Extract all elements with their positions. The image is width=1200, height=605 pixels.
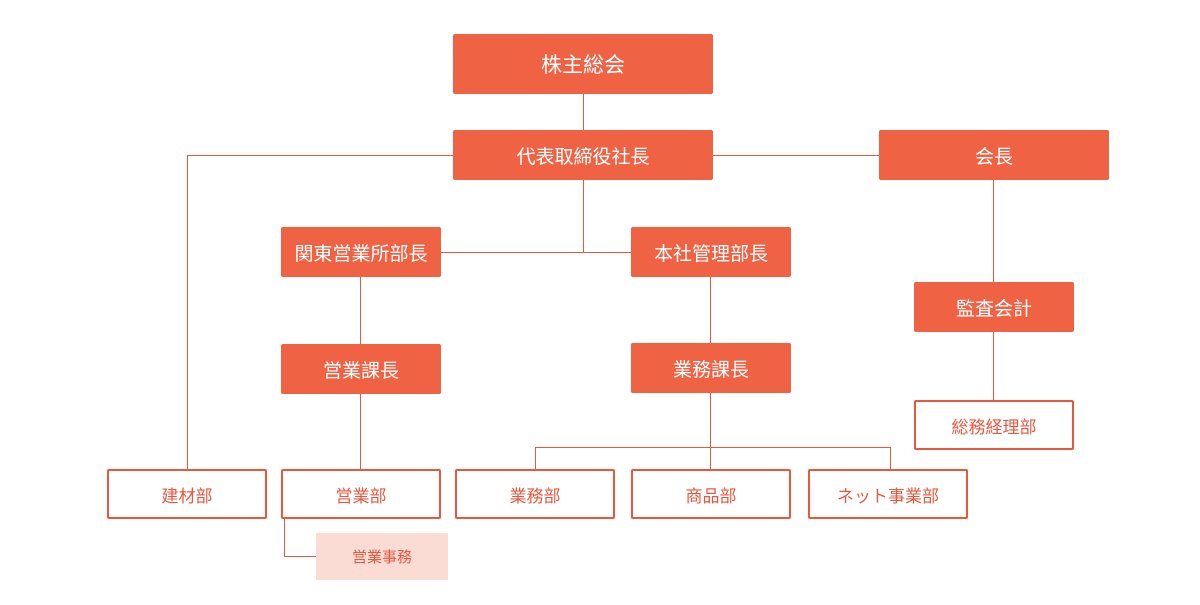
node-kanto-sales-office-manager: 関東営業所部長 (281, 227, 441, 277)
connector-line (583, 93, 584, 131)
node-label: ネット事業部 (837, 486, 939, 507)
connector-line (535, 447, 891, 448)
node-label: 会長 (974, 145, 1013, 168)
connector-line (440, 252, 632, 253)
node-chairman: 会長 (879, 130, 1109, 180)
connector-line (360, 393, 361, 470)
connector-line (284, 518, 285, 556)
node-sales-dept: 営業部 (281, 469, 441, 519)
node-sales-administration: 営業事務 (316, 533, 448, 580)
connector-line (993, 331, 994, 401)
node-operations-dept: 業務部 (455, 469, 615, 519)
node-building-materials-dept: 建材部 (107, 469, 267, 519)
connector-line (583, 179, 584, 253)
connector-line (187, 155, 454, 156)
node-label: 建材部 (161, 486, 213, 507)
connector-line (712, 155, 880, 156)
node-sales-section-chief: 営業課長 (281, 344, 441, 394)
node-shareholders-meeting: 株主総会 (453, 34, 713, 94)
node-label: 総務経理部 (951, 417, 1037, 438)
node-net-business-dept: ネット事業部 (808, 469, 968, 519)
node-label: 営業課長 (322, 359, 399, 382)
node-auditor: 監査会計 (914, 282, 1074, 332)
node-products-dept: 商品部 (631, 469, 791, 519)
node-label: 関東営業所部長 (294, 242, 428, 265)
connector-line (890, 447, 891, 470)
connector-line (360, 276, 361, 345)
node-label: 業務部 (509, 486, 561, 507)
connector-line (284, 556, 317, 557)
connector-line (710, 392, 711, 470)
node-representative-director-president: 代表取締役社長 (453, 130, 713, 180)
connector-line (535, 447, 536, 470)
connector-line (993, 179, 994, 283)
node-label: 本社管理部長 (653, 242, 768, 265)
node-general-affairs-accounting-dept: 総務経理部 (914, 400, 1074, 450)
node-operations-section-chief: 業務課長 (631, 343, 791, 393)
node-head-office-admin-manager: 本社管理部長 (631, 227, 791, 277)
node-label: 業務課長 (672, 358, 749, 381)
node-label: 営業事務 (351, 548, 412, 566)
node-label: 株主総会 (541, 53, 625, 77)
node-label: 営業部 (335, 486, 387, 507)
connector-line (710, 276, 711, 344)
node-label: 監査会計 (955, 297, 1032, 320)
node-label: 代表取締役社長 (516, 145, 650, 168)
node-label: 商品部 (685, 486, 737, 507)
connector-line (187, 155, 188, 470)
